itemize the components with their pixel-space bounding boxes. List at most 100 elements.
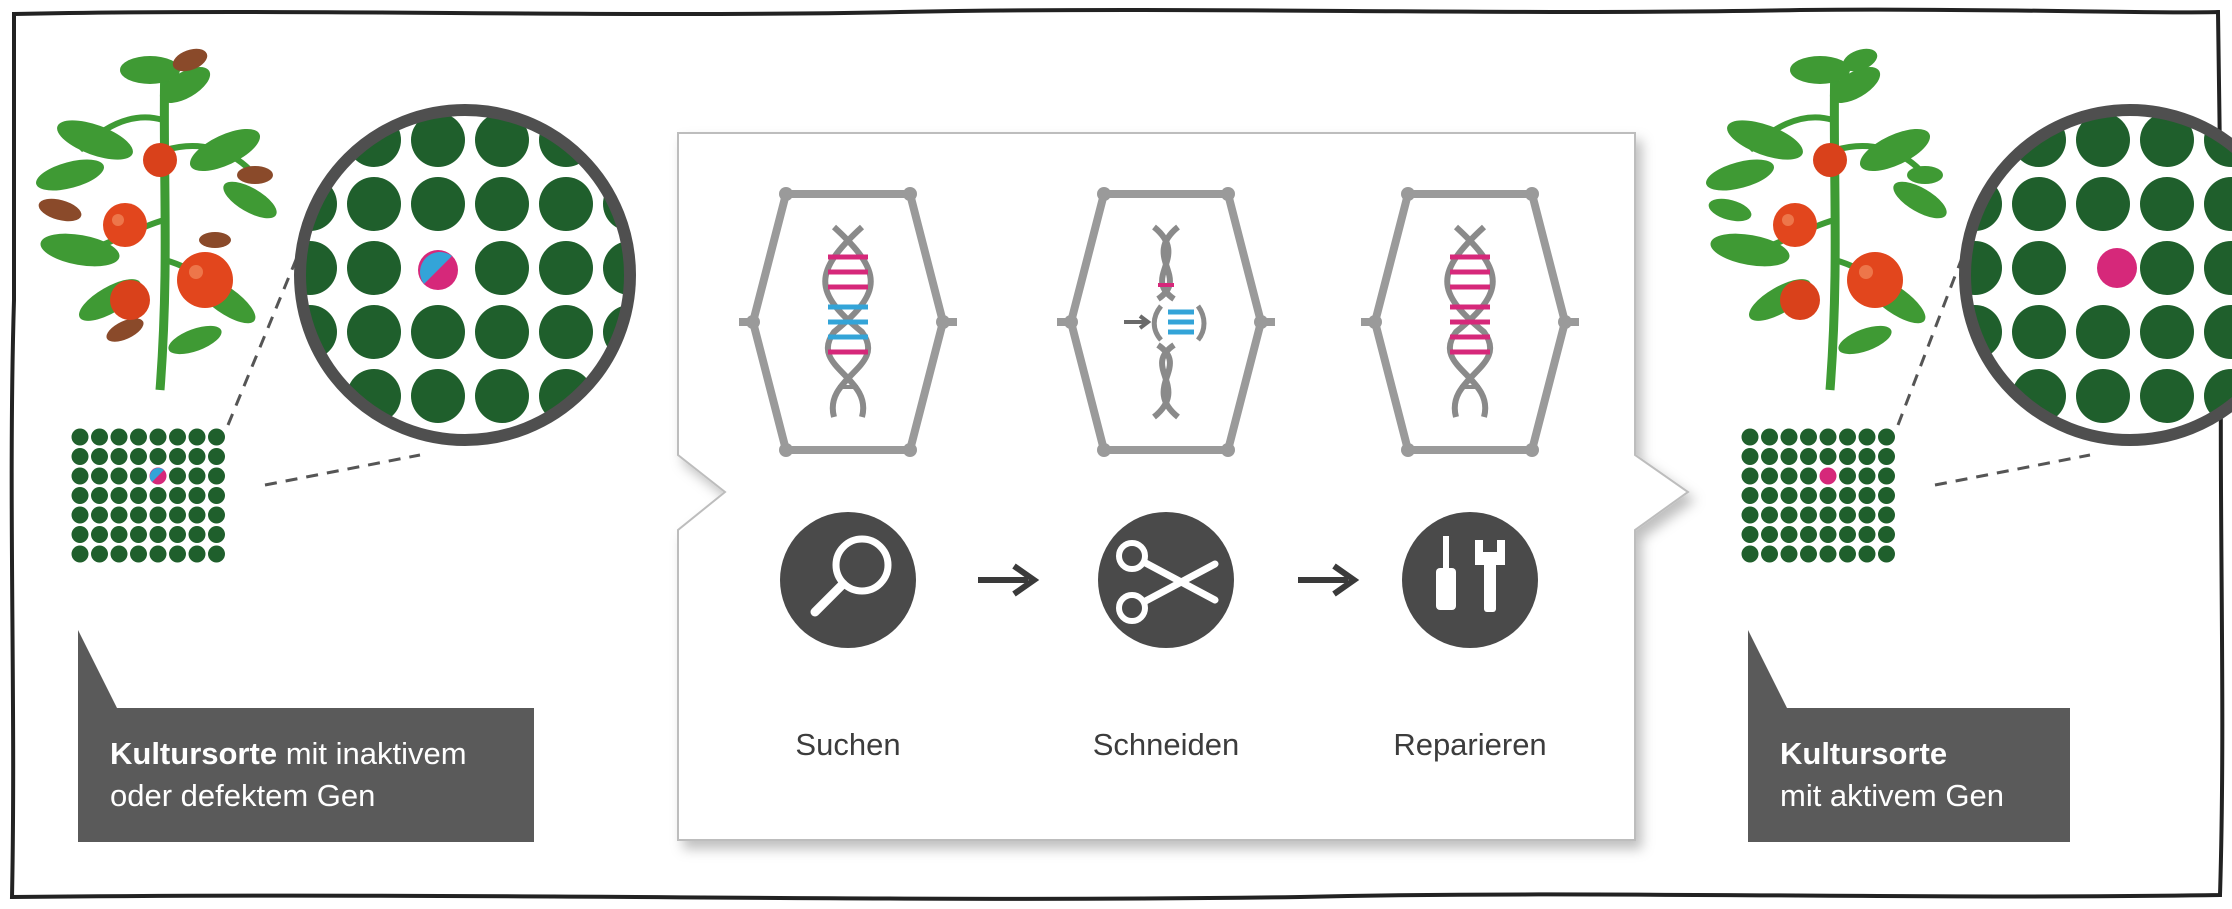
- left-tomato-plant: [36, 48, 277, 391]
- cell: [188, 467, 206, 485]
- cell: [110, 428, 128, 446]
- active-gene-dot: [2097, 248, 2137, 288]
- cell: [1839, 545, 1856, 563]
- arrow-right-icon: [1298, 563, 1360, 597]
- zoom-cell: [2012, 177, 2066, 231]
- cell: [169, 448, 186, 465]
- cell: [91, 506, 108, 524]
- zoom-cell: [2076, 369, 2130, 423]
- cell: [1858, 428, 1876, 446]
- zoom-cell: [2076, 177, 2130, 231]
- zoom-cell: [1965, 433, 2002, 440]
- zoom-cell: [475, 241, 529, 295]
- cell: [110, 545, 128, 563]
- cell: [1761, 467, 1778, 485]
- cell: [71, 526, 89, 543]
- dna-strand: [1156, 224, 1180, 302]
- cell: [1741, 428, 1759, 446]
- zoom-cell: [411, 177, 465, 231]
- cell: [71, 487, 89, 504]
- cell: [169, 428, 186, 446]
- cell: [91, 487, 108, 504]
- cell-vertex: [779, 443, 793, 457]
- zoom-cell: [2076, 113, 2130, 167]
- cell: [110, 487, 128, 504]
- cell: [110, 448, 128, 465]
- cell: [1800, 545, 1817, 563]
- cell: [130, 506, 147, 524]
- dna-strand: [1156, 342, 1180, 420]
- zoom-cell: [2204, 241, 2232, 295]
- cell: [188, 487, 206, 504]
- cell: [1761, 428, 1778, 446]
- cell: [149, 545, 167, 563]
- cell: [188, 526, 206, 543]
- cell: [149, 448, 167, 465]
- cell: [1839, 428, 1856, 446]
- magnifier-icon: [780, 512, 916, 648]
- cell: [1741, 545, 1759, 563]
- zoom-cell: [2076, 305, 2130, 359]
- cell: [71, 545, 89, 563]
- zoom-cell: [300, 113, 337, 167]
- cell: [110, 526, 128, 543]
- zoom-cell: [1884, 369, 1938, 423]
- cell: [208, 467, 225, 485]
- scissors-icon: [1098, 512, 1234, 648]
- cell: [1819, 506, 1837, 524]
- cell: [149, 526, 167, 543]
- zoom-cell: [475, 369, 529, 423]
- cell: [71, 467, 89, 485]
- cell: [1858, 467, 1876, 485]
- zoom-cell: [2076, 49, 2130, 103]
- cell-vertex: [1097, 187, 1111, 201]
- zoom-cell: [1884, 49, 1938, 103]
- cell: [1858, 526, 1876, 543]
- cell-vertex: [1221, 443, 1235, 457]
- zoom-cell: [283, 49, 337, 103]
- cell: [1878, 545, 1895, 563]
- cell: [1761, 487, 1778, 504]
- zoom-cell: [2140, 113, 2194, 167]
- zoom-cell: [2012, 49, 2066, 103]
- cell: [1741, 467, 1759, 485]
- zoom-cell: [539, 241, 593, 295]
- cell: [1741, 506, 1759, 524]
- cell: [1741, 526, 1759, 543]
- zoom-cell: [2012, 433, 2066, 440]
- right-tomato-plant: [1706, 48, 1947, 391]
- zoom-cell: [475, 305, 529, 359]
- right-label-line2: mit aktivem Gen: [1780, 778, 2004, 813]
- cell: [188, 545, 206, 563]
- cell: [1878, 506, 1895, 524]
- step-label-repair: Reparieren: [1393, 727, 1547, 762]
- insert-arrowhead: [1138, 314, 1152, 330]
- cell: [1819, 526, 1837, 543]
- cell: [169, 526, 186, 543]
- cell-vertex: [1525, 187, 1539, 201]
- zoom-cell: [347, 305, 401, 359]
- cell: [1839, 506, 1856, 524]
- cell: [91, 428, 108, 446]
- zoom-cell: [603, 113, 630, 167]
- cell: [149, 506, 167, 524]
- cell: [91, 526, 108, 543]
- step-label-cut: Schneiden: [1092, 727, 1240, 762]
- cell: [1819, 428, 1837, 446]
- cell: [130, 545, 147, 563]
- cell-vertex: [903, 187, 917, 201]
- frame-border: [9, 7, 2225, 901]
- cell-vertex: [1221, 187, 1235, 201]
- cell: [71, 448, 89, 465]
- zoom-cell: [2204, 305, 2232, 359]
- cell: [1780, 467, 1798, 485]
- cell-vertex: [1401, 187, 1415, 201]
- zoom-cell: [2140, 49, 2194, 103]
- cell: [188, 428, 206, 446]
- cell: [1761, 545, 1778, 563]
- zoom-cell: [411, 113, 465, 167]
- zoom-cell: [1948, 49, 2002, 103]
- cell: [91, 448, 108, 465]
- zoom-cell: [603, 433, 630, 440]
